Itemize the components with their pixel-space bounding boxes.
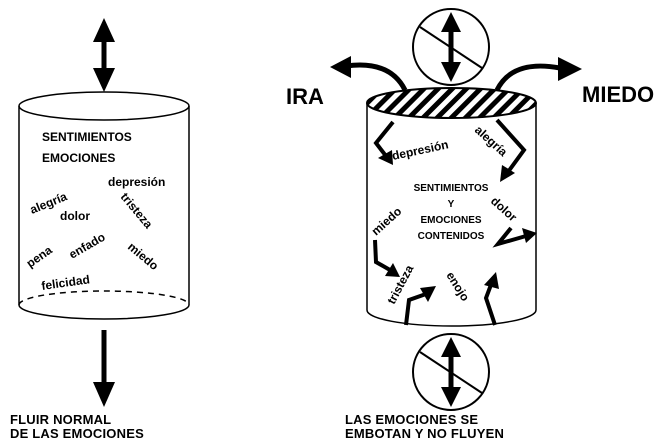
word-depresion-right: depresión — [391, 137, 450, 163]
right-center-line-2: Y — [448, 199, 455, 210]
blocked-flow-bottom-icon — [412, 333, 490, 411]
left-cylinder-title-2: EMOCIONES — [42, 151, 115, 165]
word-miedo: miedo — [125, 240, 161, 273]
word-felicidad: felicidad — [40, 272, 90, 293]
word-pena: pena — [24, 243, 55, 271]
right-caption-line-2: EMBOTAN Y NO FLUYEN — [345, 426, 505, 441]
left-caption-line-2: DE LAS EMOCIONES — [10, 426, 144, 441]
left-panel: SENTIMIENTOS EMOCIONES alegría depresión… — [18, 18, 190, 407]
word-dolor: dolor — [60, 209, 90, 223]
down-arrow-icon — [93, 330, 115, 407]
bounce-arrow-icon — [373, 239, 400, 277]
left-caption: FLUIR NORMAL DE LAS EMOCIONES — [10, 413, 144, 441]
ira-title: IRA — [286, 84, 324, 109]
right-panel: depresión alegría SENTIMIENTOS Y EMOCION… — [330, 8, 582, 411]
word-depresion: depresión — [108, 175, 165, 189]
bounce-arrow-icon — [373, 120, 395, 165]
right-center-line-1: SENTIMIENTOS — [414, 183, 489, 194]
left-cylinder-title-1: SENTIMIENTOS — [42, 130, 132, 144]
word-enfado: enfado — [67, 230, 108, 262]
open-cylinder — [18, 91, 190, 320]
top-double-arrow-icon — [93, 18, 115, 92]
deflect-right-arrow-icon — [494, 57, 582, 92]
hatched-lid — [366, 87, 537, 119]
bounce-arrow-icon — [483, 272, 499, 326]
blocked-flow-top-icon — [412, 8, 490, 86]
right-center-line-4: CONTENIDOS — [418, 231, 485, 242]
word-enojo-right: enojo — [443, 269, 472, 304]
deflect-left-arrow-icon — [330, 56, 408, 92]
right-center-line-3: EMOCIONES — [420, 215, 481, 226]
bounce-arrow-icon — [492, 226, 537, 248]
right-caption-line-1: LAS EMOCIONES SE — [345, 412, 479, 427]
internal-bounce-arrows — [373, 118, 537, 326]
bounce-arrow-icon — [404, 286, 436, 326]
word-miedo-right: miedo — [369, 204, 405, 238]
miedo-title: MIEDO — [582, 82, 655, 107]
word-dolor-right: dolor — [488, 194, 520, 225]
right-caption: LAS EMOCIONES SE EMBOTAN Y NO FLUYEN — [345, 413, 504, 441]
bounce-arrow-icon — [495, 118, 527, 182]
left-caption-line-1: FLUIR NORMAL — [10, 412, 112, 427]
sealed-cylinder — [366, 87, 537, 327]
word-tristeza: tristeza — [118, 190, 156, 231]
